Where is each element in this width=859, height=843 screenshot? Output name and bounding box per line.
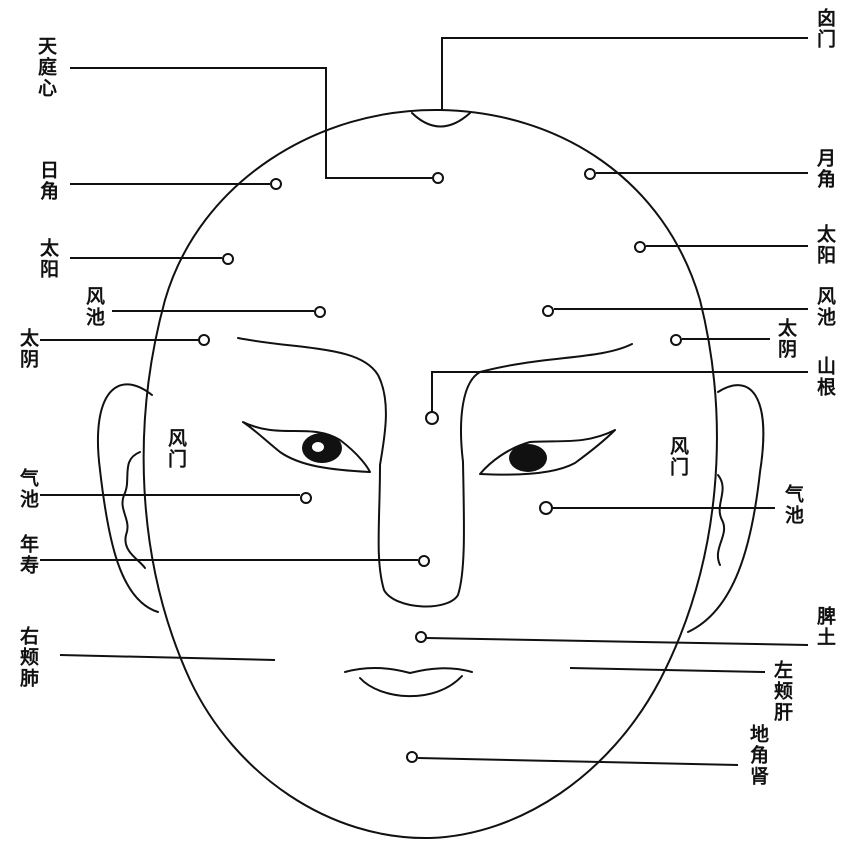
label-fengchi-left: 风池 xyxy=(815,286,835,328)
eyebrow-right xyxy=(461,344,632,462)
mouth-upper xyxy=(345,668,472,673)
leader-xinmen xyxy=(442,38,808,110)
leader-pitu xyxy=(426,638,808,645)
label-taiyin-right: 太阴 xyxy=(18,328,38,370)
point-taiyang-right xyxy=(223,254,233,264)
point-yuejiao xyxy=(585,169,595,179)
label-pitu: 脾土 xyxy=(815,606,835,648)
label-fengchi-right: 风池 xyxy=(84,286,104,328)
fontanelle-mark xyxy=(412,113,470,127)
eye-right xyxy=(480,430,615,475)
leader-dijiao xyxy=(418,758,738,765)
point-qichi-right xyxy=(301,493,311,503)
ear-right-inner xyxy=(718,475,724,565)
label-taiyang-right: 太阳 xyxy=(38,238,58,280)
label-shangen: 山根 xyxy=(815,356,835,398)
label-taiyang-left: 太阳 xyxy=(815,224,835,266)
label-zuojia-gan: 左颊肝 xyxy=(772,660,792,723)
ear-left xyxy=(98,384,158,612)
label-dijiao-shen: 地角肾 xyxy=(748,724,768,787)
point-tianting xyxy=(433,173,443,183)
leader-youjia xyxy=(60,655,275,660)
point-pitu xyxy=(416,632,426,642)
label-taiyin-left: 太阴 xyxy=(776,318,796,360)
label-yuejiao: 月角 xyxy=(815,148,835,190)
label-tianting-xin: 天庭心 xyxy=(36,36,56,99)
leader-zuojia xyxy=(570,668,765,672)
point-fengchi-right xyxy=(315,307,325,317)
ear-left-inner xyxy=(122,452,145,568)
point-taiyin-right xyxy=(199,335,209,345)
point-qichi-left xyxy=(540,502,552,514)
nose-outline xyxy=(379,462,464,606)
point-rijiao xyxy=(271,179,281,189)
point-taiyang-left xyxy=(635,242,645,252)
point-fengchi-left xyxy=(543,306,553,316)
leader-tianting xyxy=(70,68,432,178)
point-taiyin-left xyxy=(671,335,681,345)
label-nianshou: 年寿 xyxy=(18,534,38,576)
pupil-left-highlight xyxy=(312,442,324,452)
label-youjia-fei: 右颊肺 xyxy=(18,626,38,689)
label-qichi-left: 气池 xyxy=(783,484,803,526)
mouth-lower xyxy=(360,676,462,696)
point-shangen xyxy=(426,412,438,424)
pupil-right xyxy=(509,444,547,472)
label-fengmen-right: 风门 xyxy=(166,428,186,470)
label-qichi-right: 气池 xyxy=(18,468,38,510)
label-xinmen: 囟门 xyxy=(815,8,835,50)
label-rijiao: 日角 xyxy=(38,160,58,202)
label-fengmen-left: 风门 xyxy=(668,436,688,478)
point-nianshou xyxy=(419,556,429,566)
face-outline xyxy=(144,110,717,838)
point-dijiao xyxy=(407,752,417,762)
